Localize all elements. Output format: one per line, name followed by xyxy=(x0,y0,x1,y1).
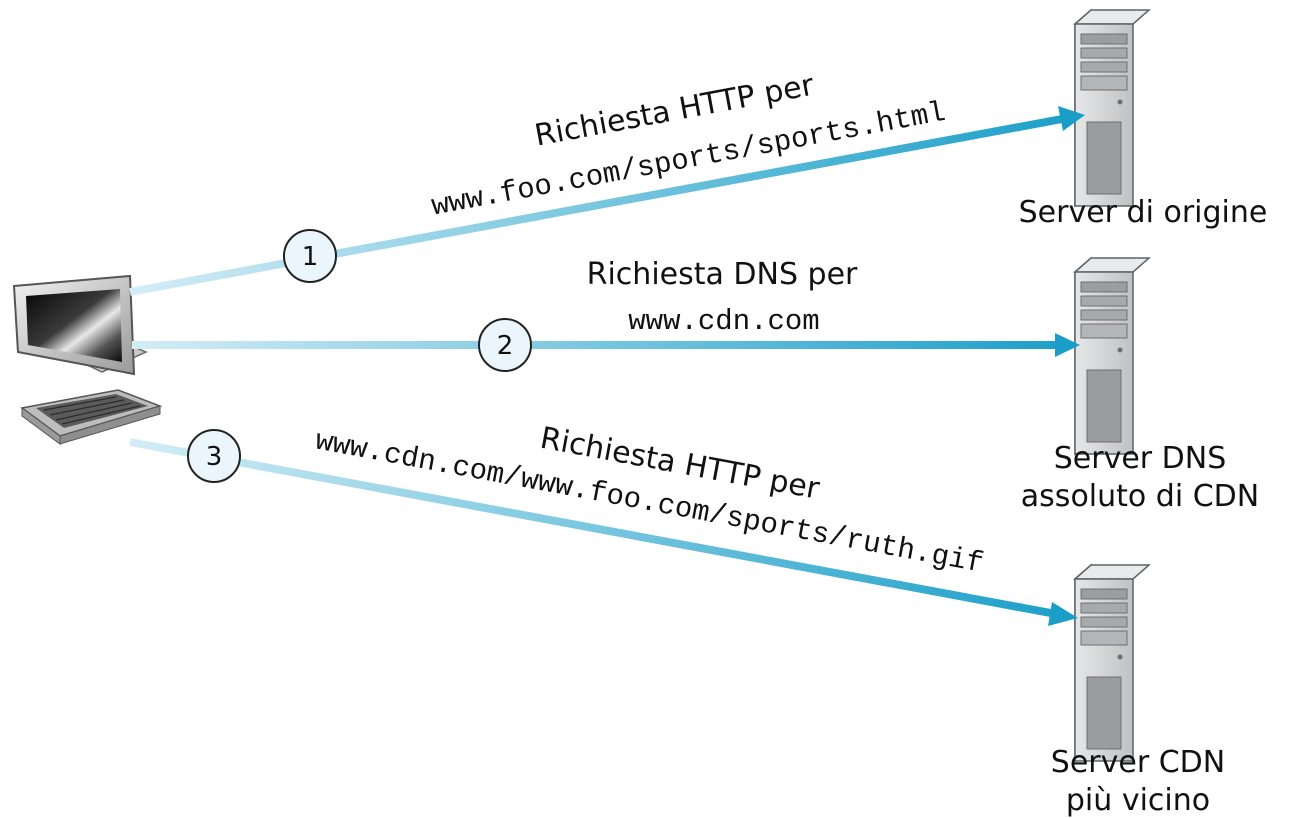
server-cdn: Server CDN più vicino xyxy=(1051,564,1225,818)
server-tower-icon xyxy=(1074,564,1150,762)
request-2-url: www.cdn.com xyxy=(628,305,819,338)
request-2-title: Richiesta DNS per xyxy=(587,257,858,292)
step-number-3: 3 xyxy=(206,442,223,472)
step-circle-2 xyxy=(478,318,532,372)
server-origin: Server di origine xyxy=(1019,9,1268,230)
server-cdn-label-line1: Server CDN xyxy=(1051,745,1225,780)
step-circle-1 xyxy=(283,229,337,283)
step-number-2: 2 xyxy=(497,331,514,361)
server-origin-label: Server di origine xyxy=(1019,195,1268,230)
step-circle-3 xyxy=(187,429,241,483)
server-cdn-label-line2: più vicino xyxy=(1066,783,1210,818)
server-tower-icon xyxy=(1074,9,1150,207)
step-number-1: 1 xyxy=(302,242,319,272)
request-arrow-2: 2 Richiesta DNS per www.cdn.com xyxy=(132,257,1080,372)
request-arrow-3: 3 Richiesta HTTP per www.cdn.com/www.foo… xyxy=(129,421,1078,626)
server-dns-label-line1: Server DNS xyxy=(1054,441,1227,476)
client-computer-icon xyxy=(12,274,163,445)
server-dns-label-line2: assoluto di CDN xyxy=(1021,479,1259,514)
server-dns: Server DNS assoluto di CDN xyxy=(1021,257,1259,514)
server-tower-icon xyxy=(1074,257,1150,455)
